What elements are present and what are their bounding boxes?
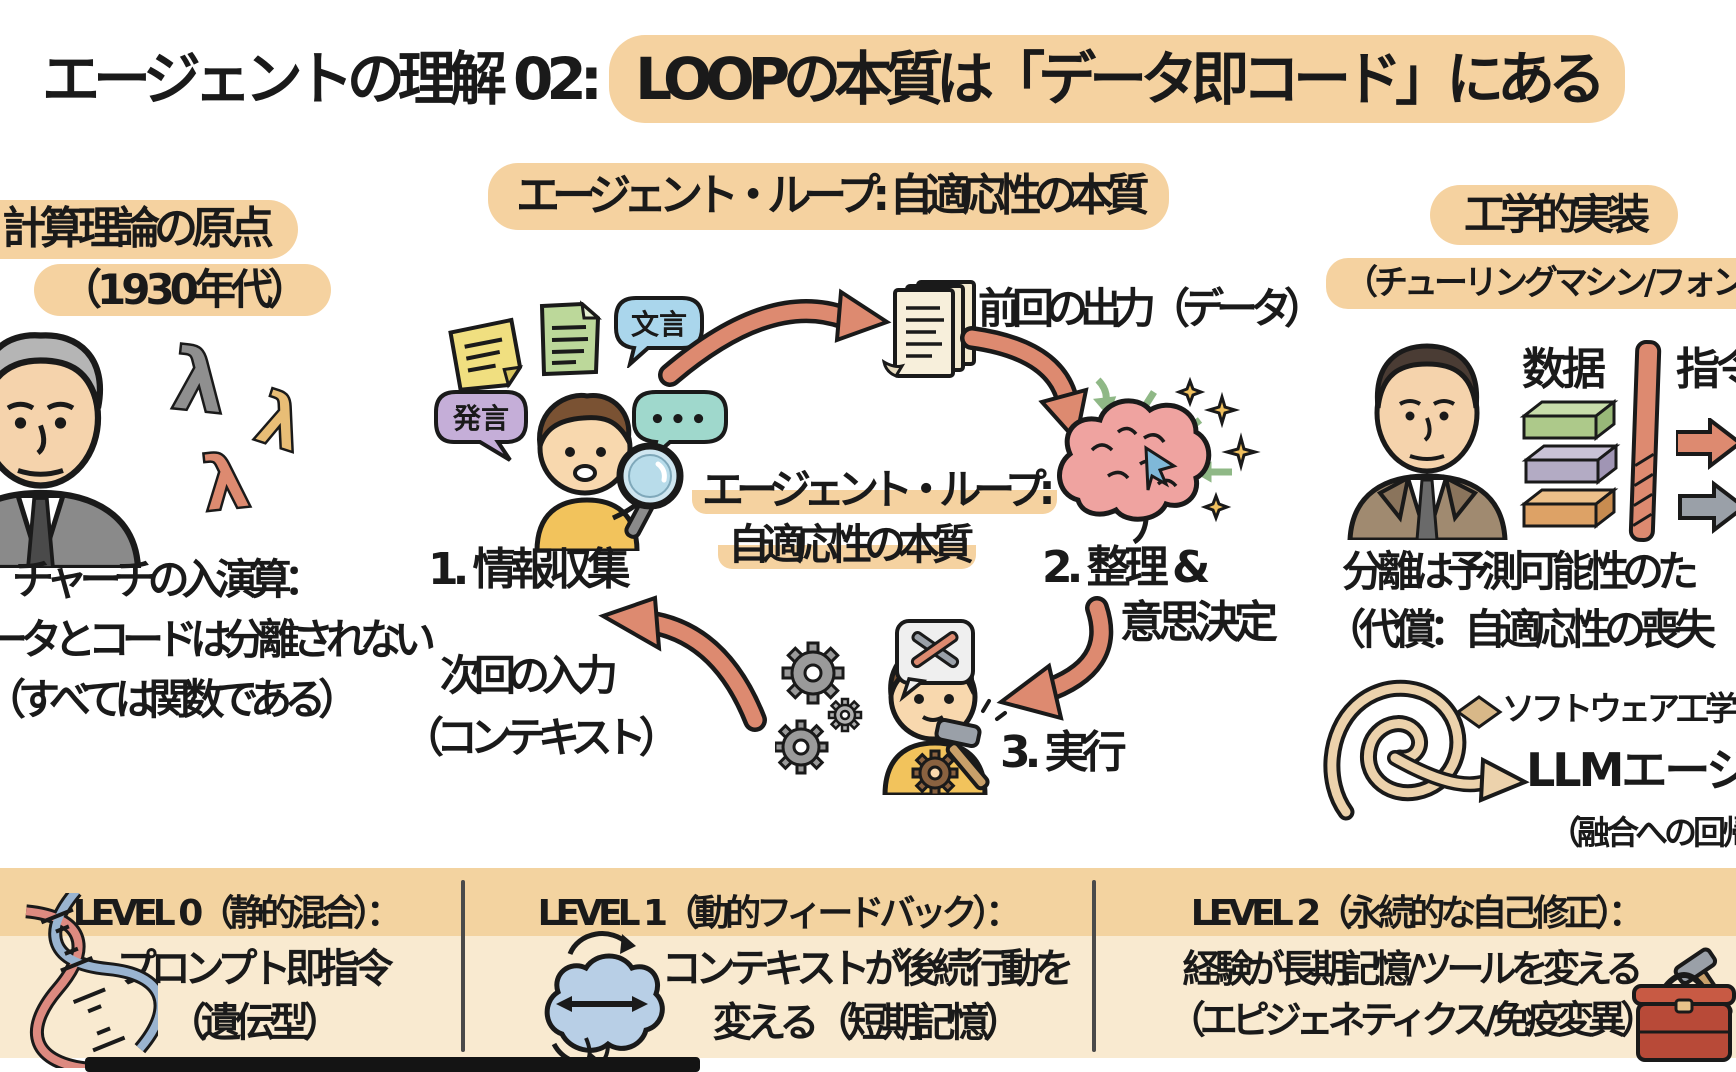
lambda-symbol-salmon: λ [196,434,256,530]
left-heading-line2: （1930年代） [34,264,331,317]
loop-arrow-2to3 [996,596,1114,721]
magnifier-boy-illustration [534,392,684,551]
left-body-line1: チャーチの入演算： [12,555,326,604]
bottom-partial-bar [85,1057,700,1072]
curved-arrow-icon [1387,750,1530,804]
speech-bubble-bungen-icon: 文言 [614,296,704,368]
diamond-icon [1455,695,1503,729]
level1-body-line2: 変える（短期記憶） [712,1000,1024,1046]
loop-heading: エージェント・ループ: 自適応性の本質 [488,163,1170,230]
loop-next-input-line2: （コンテキスト） [402,713,681,762]
right-heading-line1: 工学的実装 [1430,185,1679,246]
separator-bar-icon [1628,339,1662,542]
lambda-symbol-tan: λ [245,374,317,470]
gears-icon [775,641,863,775]
right-llm-sublabel: （融合への回帰） [1548,813,1736,852]
level1-header: LEVEL 1（動的フィードバック）： [537,893,1022,934]
loop-step1-label: 1. 情報収集 [428,544,631,595]
von-neumann-portrait [1347,343,1508,540]
level-divider-2 [1092,880,1096,1052]
title-prefix: エージェントの理解 02: [42,45,610,113]
left-heading-line1: 計算理論の原点 [0,200,298,259]
right-spiral-note: ソフトウェア工学のパ [1502,689,1736,728]
loop-step2-label-line1: 2. 整理 & [1042,542,1210,593]
loop-center-label-line2: 自適応性の本質 [718,520,977,570]
data-blocks-icon [1519,398,1621,530]
level2-header: LEVEL 2（永続的な自己修正）： [1190,893,1645,934]
title-highlight: LOOPの本質は「データ即コード」にある [609,35,1626,123]
tool-boy-illustration [775,619,1007,795]
screwdriver-icon [910,631,959,669]
right-heading-line2: （チューリングマシン/フォン・ノイマ [1326,258,1736,310]
von-neumann-hair [1374,343,1480,409]
bubble-bungen-label: 文言 [631,308,687,341]
level-band-header [0,868,1736,936]
loop-prev-output-label: 前回の出力（データ） [978,284,1326,333]
loop-next-input-line1: 次回の入力 [440,651,618,700]
boy-hair [537,392,632,448]
paper-stack-icon [882,280,976,378]
level0-body-line1: プロンプト即指令 [116,946,394,992]
held-gear-icon [911,749,959,795]
church-hair [0,332,103,409]
level2-body-line2: （エピジェネティクス/免疫変異） [1167,998,1658,1043]
loop-center-label-line1: エージェント・ループ: [692,465,1058,515]
left-body-line3: （すべては関数である） [0,675,360,724]
loop-step2-label-line2: 意思決定 [1120,597,1278,648]
feedback-brain-icon [544,931,665,1068]
speech-bubble-hatsugen-icon: 発言 [434,390,528,462]
right-instruction-label: 指令 [1676,344,1736,395]
document-icon [539,300,602,377]
lambda-symbol-gray: λ [166,328,233,436]
tools-bubble-icon [895,619,975,703]
bubble-dots-label: ••• [649,405,711,435]
level0-header: LEVEL 0（静的混合）： [72,893,403,934]
level2-body-line1: 経験が長期記憶/ツールを変える [1182,947,1644,991]
left-body-line2: ータとコードは分離されない [0,615,436,664]
loop-arrow-3to1 [598,595,767,732]
right-data-label: 数据 [1522,344,1606,395]
level2-body: 経験が長期記憶/ツールを変える （エピジェネティクス/免疫変異） [1115,944,1705,1047]
brain-illustration [1057,376,1261,545]
instruction-arrows-icon [1676,418,1736,535]
right-body-line2: （代償：自適応性の喪失 [1324,605,1716,654]
right-body-line1: 分離は予測可能性のた [1342,547,1699,596]
level-band-body [0,936,1736,1058]
sticky-note-icon [448,317,524,392]
level1-body-line1: コンテキストが後続行動を [661,946,1075,992]
page-title: エージェントの理解 02: LOOPの本質は「データ即コード」にある [42,35,1626,123]
bubble-hatsugen-label: 発言 [452,402,509,435]
hammer-icon [934,699,1007,791]
church-portrait [0,332,142,568]
toolbox-icon [1632,947,1736,1062]
level0-body: プロンプト即指令 （遺伝型） [102,942,402,1050]
loop-step3-label: 3. 実行 [1000,727,1127,778]
loop-arrow-1to-output [658,288,892,387]
level1-body: コンテキストが後続行動を 変える（短期記憶） [645,942,1085,1050]
level-divider-1 [461,880,465,1052]
sparkle-stars [1174,376,1261,523]
dna-icon [25,893,158,1068]
cursor-icon [1144,445,1178,491]
speech-bubble-dots-icon: ••• [632,390,728,462]
right-llm-label: LLMエージェン [1526,743,1736,797]
level0-body-line2: （遺伝型） [167,1000,343,1046]
brain-shape [1057,398,1212,522]
